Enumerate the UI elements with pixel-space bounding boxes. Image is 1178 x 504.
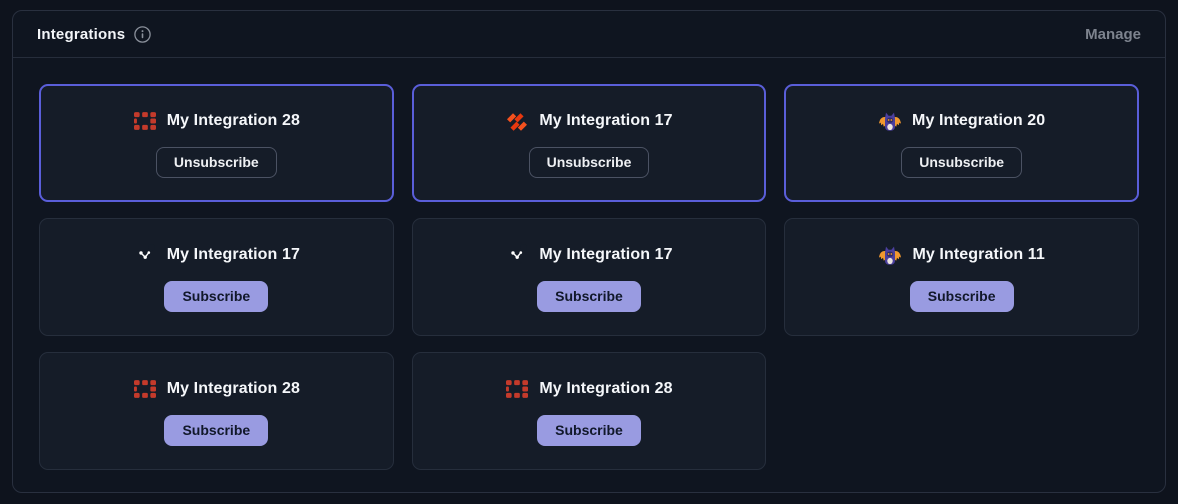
integration-title: My Integration 17: [539, 245, 673, 263]
card-title-row: My Integration 11: [878, 243, 1045, 267]
integration-card: My Integration 28 Unsubscribe: [39, 84, 394, 202]
card-title-row: My Integration 17: [133, 243, 300, 267]
card-title-row: My Integration 20: [878, 109, 1045, 133]
integration-card: My Integration 28 Subscribe: [411, 352, 767, 470]
integration-card: My Integration 17 Unsubscribe: [411, 84, 767, 202]
integration-card: My Integration 17 Subscribe: [411, 218, 767, 336]
page-title: Integrations: [37, 25, 126, 43]
pink-molecule-icon: [133, 243, 157, 267]
integrations-panel: Integrations Manage My Integration 28 Un…: [12, 10, 1166, 493]
integration-title: My Integration 28: [166, 379, 300, 397]
unsubscribe-button[interactable]: Unsubscribe: [155, 146, 277, 178]
red-blocks-icon: [505, 377, 529, 401]
integration-card: My Integration 17 Subscribe: [39, 218, 394, 336]
subscribe-button[interactable]: Subscribe: [909, 280, 1014, 312]
panel-header: Integrations Manage: [13, 11, 1165, 58]
manage-link[interactable]: Manage: [1085, 25, 1141, 43]
info-icon[interactable]: [134, 25, 151, 43]
subscribe-button[interactable]: Subscribe: [164, 414, 269, 446]
unsubscribe-button[interactable]: Unsubscribe: [528, 146, 650, 178]
integrations-grid: My Integration 28 Unsubscribe My Integra…: [13, 58, 1165, 496]
orange-stripes-icon: [505, 109, 529, 133]
mascot-icon: [878, 109, 902, 133]
integration-card: My Integration 11 Subscribe: [784, 218, 1139, 336]
card-title-row: My Integration 17: [505, 109, 673, 133]
integration-card: My Integration 28 Subscribe: [39, 352, 394, 470]
card-title-row: My Integration 28: [133, 109, 300, 133]
integration-title: My Integration 17: [166, 245, 300, 263]
integration-title: My Integration 20: [912, 111, 1046, 129]
unsubscribe-button[interactable]: Unsubscribe: [901, 146, 1023, 178]
subscribe-button[interactable]: Subscribe: [537, 414, 641, 446]
subscribe-button[interactable]: Subscribe: [164, 280, 269, 312]
integration-title: My Integration 28: [539, 379, 673, 397]
mascot-icon: [878, 243, 902, 267]
red-blocks-icon: [133, 377, 157, 401]
subscribe-button[interactable]: Subscribe: [537, 280, 641, 312]
integration-title: My Integration 11: [912, 245, 1045, 263]
card-title-row: My Integration 28: [133, 377, 300, 401]
card-title-row: My Integration 28: [505, 377, 673, 401]
red-blocks-icon: [133, 109, 157, 133]
integration-title: My Integration 28: [166, 111, 300, 129]
integration-title: My Integration 17: [539, 111, 673, 129]
card-title-row: My Integration 17: [505, 243, 673, 267]
pink-molecule-icon: [505, 243, 529, 267]
integration-card: My Integration 20 Unsubscribe: [784, 84, 1139, 202]
